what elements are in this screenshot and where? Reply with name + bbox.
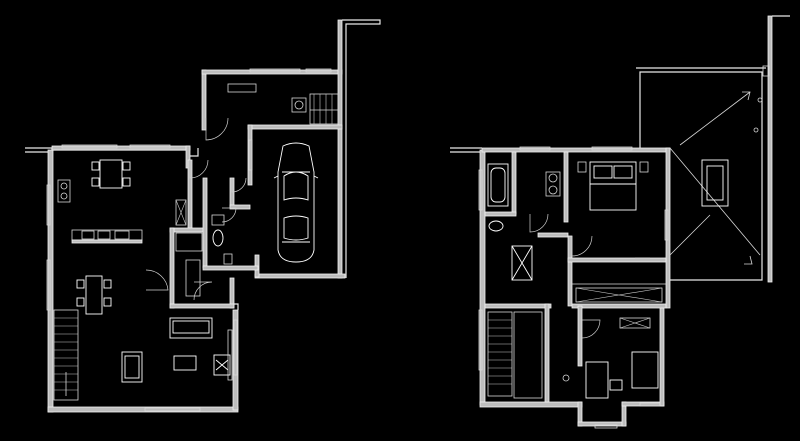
roof-terrace <box>636 15 790 283</box>
toilet <box>212 229 224 247</box>
ground-floor-windows <box>46 68 332 412</box>
upper-toilet <box>488 220 504 232</box>
wc-and-utility <box>175 199 233 297</box>
dining-area <box>76 275 112 315</box>
kitchen-table <box>99 159 123 189</box>
upper-floor-windows <box>478 146 669 429</box>
wardrobe <box>575 287 663 303</box>
study-room <box>562 317 659 399</box>
service-room <box>227 83 339 125</box>
bathroom <box>487 163 561 233</box>
armchair <box>121 351 143 383</box>
dining-table <box>85 275 103 315</box>
ground-floor-doors <box>145 117 247 301</box>
upper-floor-plan <box>450 15 790 429</box>
upper-floor-stairs <box>487 311 543 399</box>
skylight <box>511 245 533 281</box>
garage-car <box>273 142 319 263</box>
sofa <box>169 317 213 339</box>
ground-floor-plan <box>25 19 381 413</box>
double-bed <box>589 161 637 211</box>
ground-floor-stairs <box>53 309 79 401</box>
master-bedroom <box>571 161 650 259</box>
landing <box>511 245 533 281</box>
coffee-table <box>173 355 197 371</box>
bathtub <box>487 163 509 207</box>
desk <box>631 351 659 389</box>
single-bed <box>585 361 609 399</box>
kitchen-area <box>57 159 143 244</box>
roof-skylight <box>701 159 729 207</box>
living-area <box>121 317 233 383</box>
